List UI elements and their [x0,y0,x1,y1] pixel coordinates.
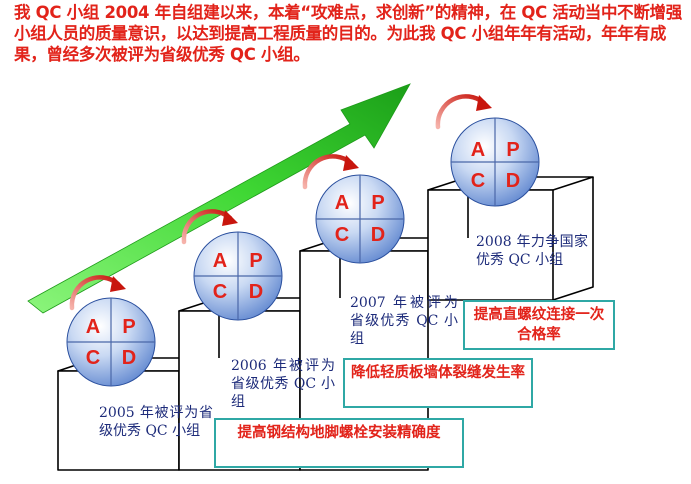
project-box-anchor-bolt: 提高钢结构地脚螺栓安装精确度 [214,418,464,468]
pdca-p-label: P [371,192,384,214]
step-label-2006: 2006 年被评为省级优秀 QC 小组 [231,358,335,410]
pdca-d-label: D [249,281,263,303]
pdca-a-label: A [213,250,227,272]
pdca-d-label: D [506,170,520,192]
pdca-sphere-2008: A P C D [435,94,540,207]
pdca-p-label: P [506,139,519,161]
pdca-c-label: C [213,281,227,303]
pdca-sphere-2007: A P C D [302,154,405,264]
step-label-2008: 2008 年力争国家优秀 QC 小组 [476,234,588,268]
pdca-a-label: A [471,139,485,161]
step-label-2005: 2005 年被评为省级优秀 QC 小组 [99,405,213,439]
intro-paragraph: 我 QC 小组 2004 年自组建以来，本着“攻难点，求创新”的精神，在 QC … [14,3,682,64]
project-box-wall-crack: 降低轻质板墙体裂缝发生率 [343,358,533,408]
pdca-d-label: D [371,224,385,246]
pdca-p-label: P [249,250,262,272]
pdca-d-label: D [122,347,136,369]
pdca-p-label: P [122,316,135,338]
growth-arrow [27,83,411,314]
project-box-thread-connection: 提高直螺纹连接一次合格率 [463,300,615,350]
pdca-c-label: C [335,224,349,246]
pdca-c-label: C [471,170,485,192]
pdca-a-label: A [335,192,349,214]
pdca-sphere-2006: A P C D [181,209,283,321]
pdca-c-label: C [86,347,100,369]
step-label-2007: 2007 年被评为省级优秀 QC 小组 [350,295,458,347]
pdca-a-label: A [86,316,100,338]
pdca-sphere-2005: A P C D [66,275,156,387]
